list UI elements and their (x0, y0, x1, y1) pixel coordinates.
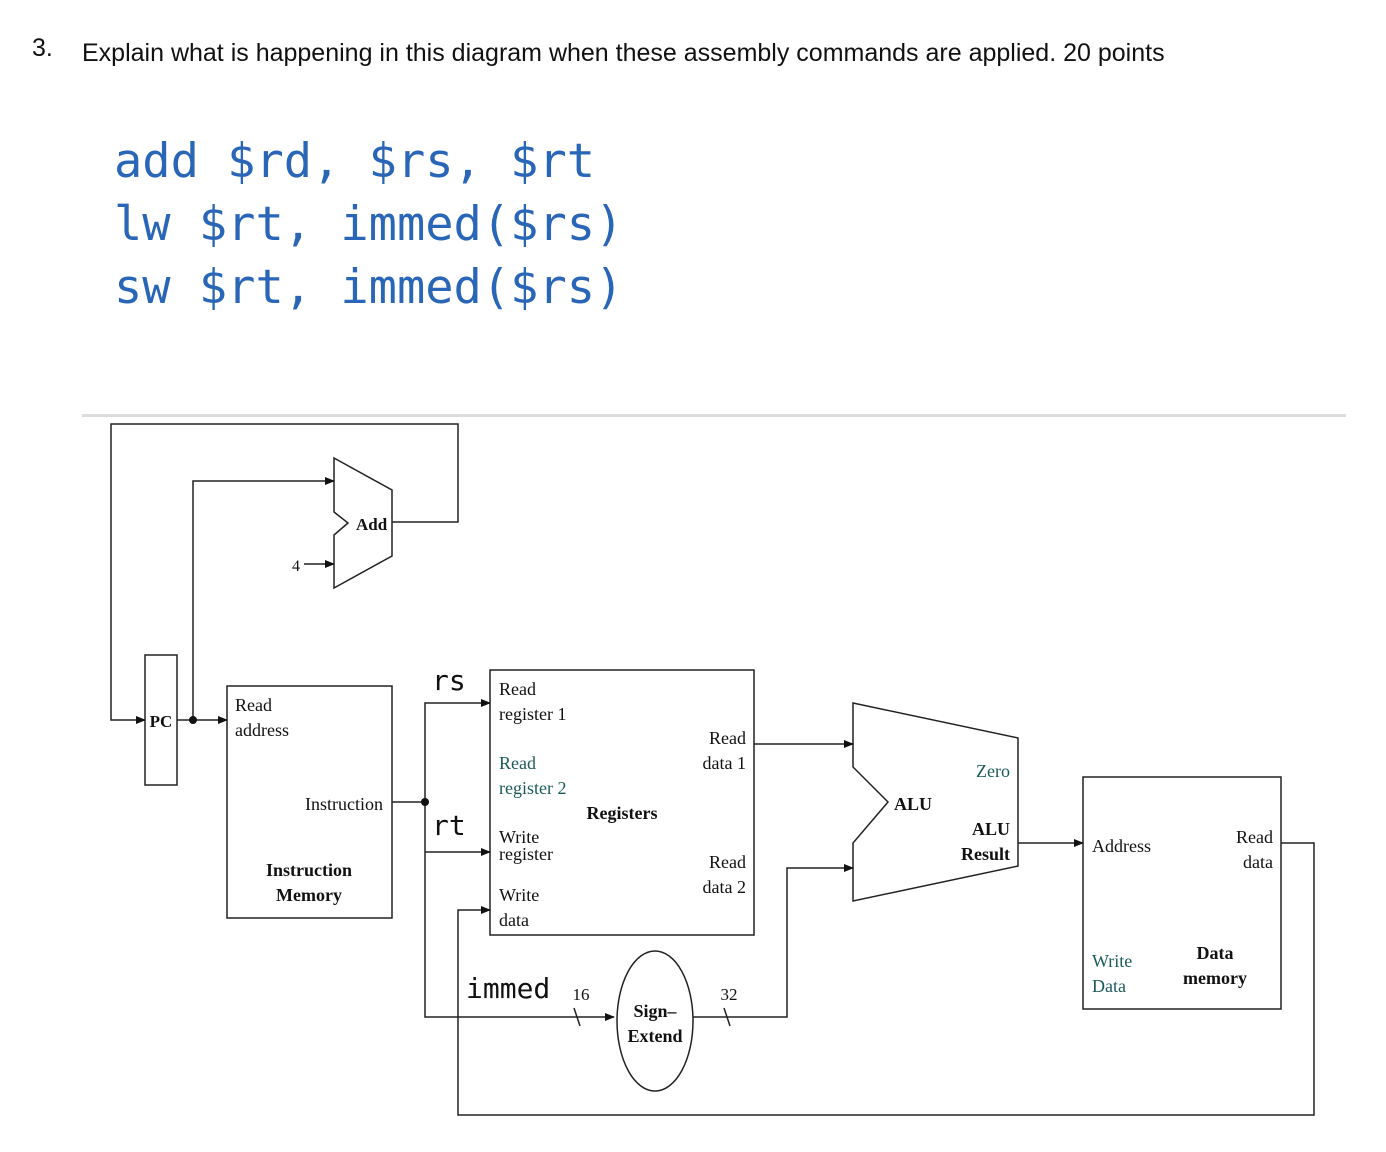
four-label: 4 (292, 558, 300, 575)
wire-writeback (457, 842, 1315, 1116)
registers-title: Registers (587, 803, 658, 823)
reg-read-data-2a: Read (709, 852, 746, 872)
annotation-rs: rs (432, 664, 466, 697)
alu-result-a: ALU (972, 819, 1010, 839)
imem-title-1: Instruction (266, 860, 352, 880)
reg-read-data-1a: Read (709, 728, 746, 748)
dmem-write-data-a: Write (1092, 951, 1132, 971)
imem-instruction-label: Instruction (305, 794, 383, 814)
annotation-immed: immed (466, 972, 550, 1005)
sign-extend-label-a: Sign– (633, 1001, 677, 1021)
reg-read-register-1b: register 1 (499, 704, 566, 724)
alu-title: ALU (894, 794, 932, 814)
reg-write-data-a: Write (499, 885, 539, 905)
bus-slash-16 (573, 1007, 581, 1027)
wire-rs (424, 699, 491, 802)
reg-read-data-1b: data 1 (703, 753, 746, 773)
wire-pc-to-add (192, 477, 335, 720)
code-line-lw: lw $rt, immed($rs) (114, 197, 624, 252)
reg-read-register-2a: Read (499, 753, 536, 773)
dmem-address-label: Address (1092, 836, 1151, 856)
wire-sign-extend-to-alu (693, 864, 854, 1018)
dmem-title-a: Data (1197, 943, 1234, 963)
reg-read-register-2b: register 2 (499, 778, 566, 798)
reg-write-register-a: Write (499, 827, 539, 847)
code-line-add: add $rd, $rs, $rt (114, 134, 596, 189)
data-memory (1082, 776, 1282, 1010)
register-file (489, 669, 755, 936)
alu-result-b: Result (961, 844, 1010, 864)
dmem-read-data-b: data (1243, 852, 1273, 872)
dmem-title-b: memory (1183, 968, 1247, 988)
imem-title-2: Memory (276, 885, 342, 905)
alu-unit (852, 702, 1019, 902)
alu-zero-label: Zero (976, 761, 1010, 781)
annotation-rt: rt (432, 809, 466, 842)
reg-write-register-b: register (499, 844, 553, 864)
imem-read-address-2: address (235, 720, 289, 740)
imem-read-address-1: Read (235, 695, 272, 715)
bits-in-label: 16 (573, 985, 590, 1004)
dmem-read-data-a: Read (1236, 827, 1273, 847)
add-label: Add (356, 515, 388, 534)
wire-add-to-pc (110, 423, 459, 724)
question-text: Explain what is happening in this diagra… (82, 39, 1165, 67)
dmem-write-data-b: Data (1092, 976, 1126, 996)
sign-extend-unit (616, 950, 694, 1092)
code-line-sw: sw $rt, immed($rs) (114, 260, 624, 315)
reg-read-data-2b: data 2 (703, 877, 746, 897)
sign-extend-label-b: Extend (627, 1026, 682, 1046)
reg-read-register-1a: Read (499, 679, 536, 699)
junction-dot-instruction (421, 798, 429, 806)
pc-label: PC (150, 712, 173, 731)
bus-slash-32 (723, 1007, 731, 1027)
bits-out-label: 32 (721, 985, 738, 1004)
question-number: 3. (32, 34, 53, 62)
junction-dot-pc (189, 716, 197, 724)
divider (82, 414, 1346, 417)
wire-immed (424, 802, 615, 1021)
reg-write-data-b: data (499, 910, 529, 930)
